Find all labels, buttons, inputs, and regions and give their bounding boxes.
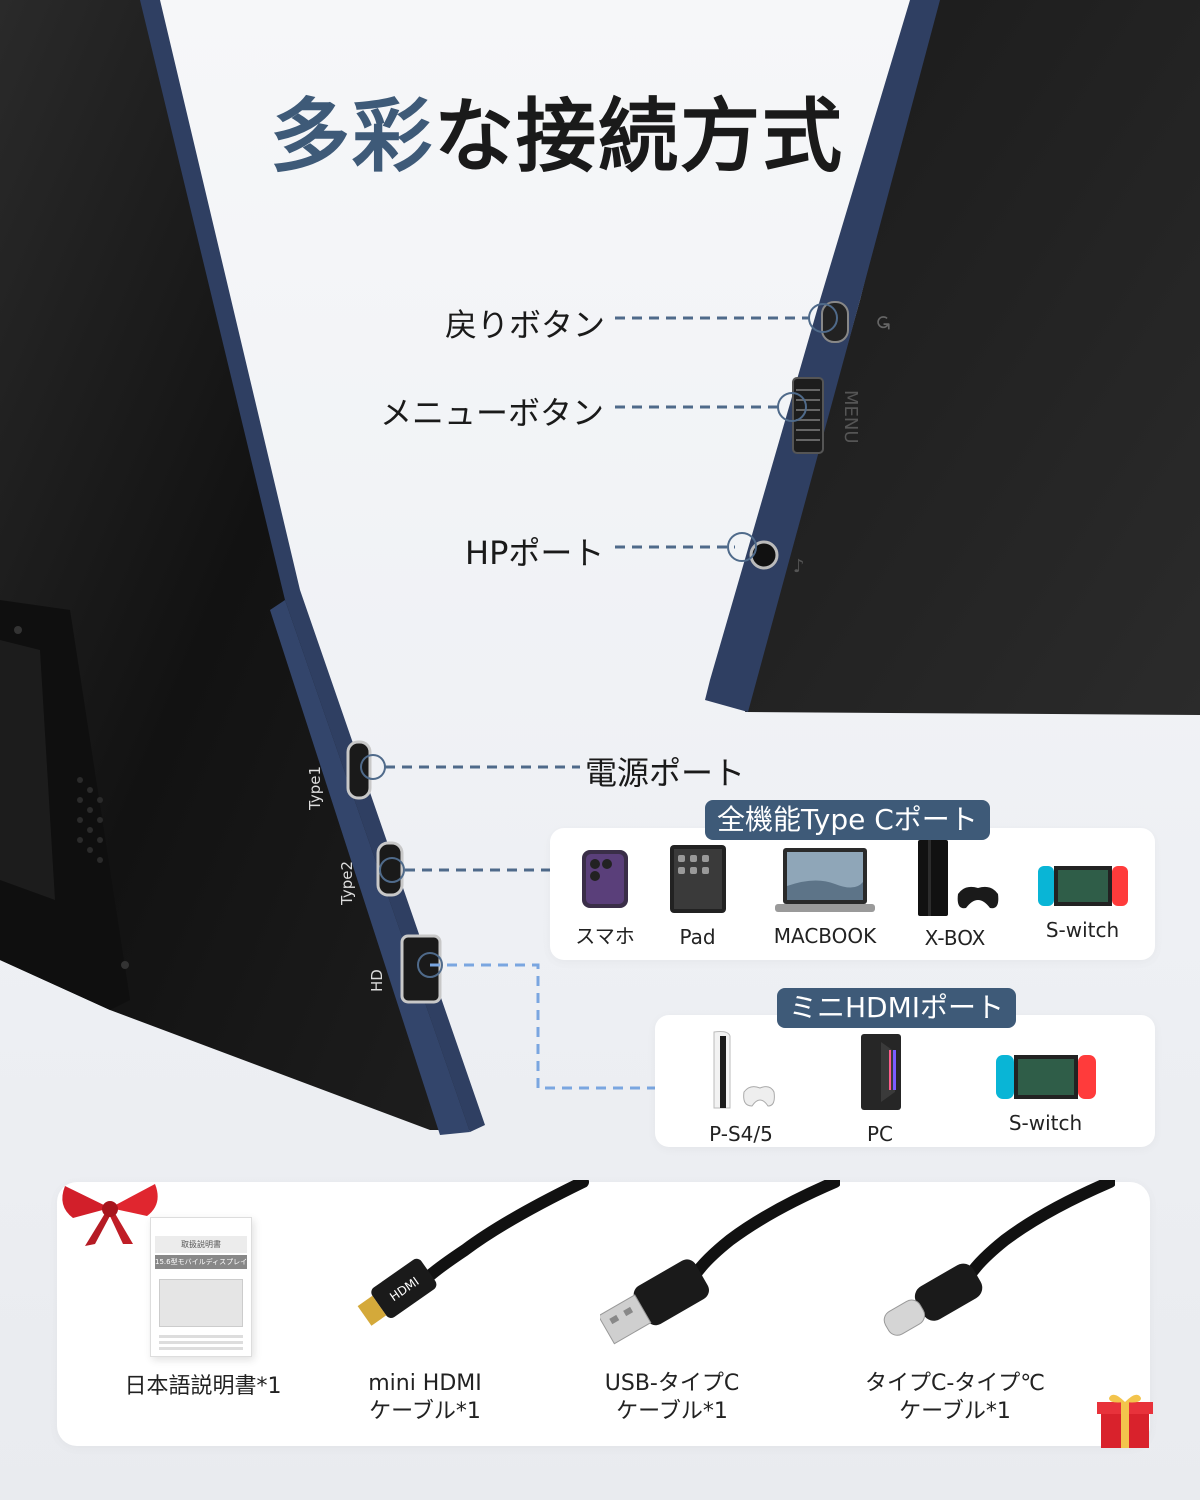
type1-print: Type1	[306, 766, 324, 811]
hp-port-label: HPポート	[465, 534, 605, 572]
device-pad-label: Pad	[679, 925, 716, 949]
manual-screen-image	[159, 1279, 243, 1327]
device-switch-label: S-witch	[1045, 918, 1120, 942]
menu-button-label: メニューボタン	[380, 394, 605, 432]
accessory-label-typec: タイプC-タイプ℃ ケーブル*1	[864, 1371, 1045, 1424]
hdmi-title: ミニHDMIポート	[777, 988, 1017, 1028]
power-port-label: 電源ポート	[585, 754, 746, 792]
manual-title: 取扱説明書	[155, 1236, 247, 1253]
type2-port-icon	[376, 841, 404, 897]
svg-text:↺: ↺	[871, 314, 895, 331]
device-xbox-label: X-BOX	[924, 926, 986, 950]
connector-lines	[385, 316, 810, 872]
usb-c-cable-icon	[883, 1180, 1115, 1336]
device-ps-label: P-S4/5	[709, 1122, 773, 1146]
playstation-icon	[713, 1031, 775, 1109]
switch-console-icon	[995, 1055, 1096, 1099]
device-xbox: X-BOX	[905, 838, 1005, 950]
accessory-label-manual: 日本語説明書*1	[124, 1374, 282, 1399]
device-ps: P-S4/5	[700, 1030, 782, 1146]
device-pad: Pad	[660, 843, 735, 949]
headline-rest: な接続方式	[434, 90, 844, 183]
type1-port-icon	[346, 740, 372, 800]
usb-a-cable-icon	[600, 1180, 840, 1345]
back-button-label: 戻りボタン	[445, 306, 606, 344]
device-macbook: MACBOOK	[770, 846, 880, 948]
tablet-icon	[669, 845, 726, 913]
menu-print: MENU	[840, 390, 861, 444]
manual-booklet: 取扱説明書 15.6型モバイルディスプレイ	[150, 1217, 252, 1357]
back-button-icon	[821, 301, 849, 343]
phone-icon	[582, 850, 628, 908]
hd-print: HD	[368, 969, 386, 992]
device-phone: スマホ	[565, 848, 645, 949]
hdmi-connector-line	[430, 963, 655, 1090]
device-phone-label: スマホ	[575, 924, 635, 948]
device-switch-hdmi-label: S-witch	[1008, 1111, 1083, 1135]
svg-text:♪: ♪	[793, 556, 805, 577]
accessory-label-hdmi: mini HDMI ケーブル*1	[368, 1371, 482, 1424]
laptop-icon	[775, 848, 875, 912]
device-pc-label: PC	[866, 1122, 894, 1146]
headline-accent: 多彩	[270, 90, 434, 183]
ribbon-bow-icon	[62, 1184, 158, 1246]
switch-console-icon	[1037, 866, 1128, 906]
gift-box-icon	[1097, 1394, 1153, 1448]
device-switch: S-witch	[1030, 864, 1135, 942]
accessory-label-usb: USB-タイプC ケーブル*1	[604, 1371, 740, 1424]
device-macbook-label: MACBOOK	[773, 924, 877, 948]
device-switch-hdmi: S-witch	[993, 1053, 1098, 1135]
pc-tower-icon	[861, 1034, 901, 1110]
monitor-illustration: ↺ MENU ♪ Type1 Type2 HD	[0, 0, 1200, 1135]
device-pc: PC	[845, 1032, 915, 1146]
typec-title: 全機能Type Cポート	[705, 800, 990, 840]
headline: 多彩な接続方式	[270, 72, 844, 188]
right-monitor: ↺ MENU ♪	[705, 0, 1200, 715]
left-monitor	[0, 0, 485, 1135]
mini-hdmi-cable-icon: HDMI	[357, 1180, 589, 1326]
manual-subtitle: 15.6型モバイルディスプレイ	[155, 1255, 247, 1269]
type2-print: Type2	[338, 861, 356, 906]
game-console-icon	[918, 840, 999, 916]
hdmi-port-icon	[400, 934, 442, 1004]
hp-jack-icon	[749, 540, 779, 570]
